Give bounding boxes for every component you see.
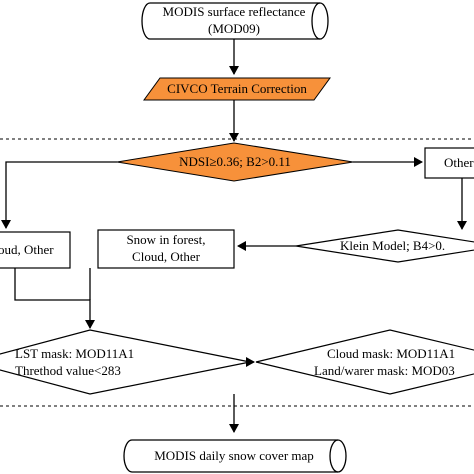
input-node-label-line2: (MOD09) <box>208 21 260 36</box>
cloud-mask-decision-node <box>255 329 474 395</box>
input-node-label-line1: MODIS surface reflectance <box>162 4 306 19</box>
ndsi-label: NDSI≥0.36; B2>0.11 <box>179 154 291 169</box>
output-map-node <box>123 439 347 473</box>
terrain-correction-label: CIVCO Terrain Correction <box>167 81 307 96</box>
cloud-other-box <box>0 231 71 269</box>
cloud-mask-label-line1: Cloud mask: MOD11A1 <box>327 346 456 361</box>
terrain-correction-node <box>143 77 331 101</box>
output-node-label: MODIS daily snow cover map <box>154 448 314 463</box>
other-box <box>424 147 474 179</box>
klein-model-label: Klein Model; B4>0. <box>340 238 446 253</box>
cloud-other-label: oud, Other <box>0 242 54 257</box>
klein-model-decision-node <box>295 229 474 263</box>
snow-in-forest-box <box>97 229 235 269</box>
snow-forest-label-line2: Cloud, Other <box>132 249 200 264</box>
lst-mask-label-line1: LST mask: MOD11A1 <box>15 346 135 361</box>
other-label: Other <box>444 155 474 170</box>
arrow-snowforest-to-lst <box>14 296 95 329</box>
snow-forest-label-line1: Snow in forest, <box>126 232 206 247</box>
cloud-mask-label-line2: Land/warer mask: MOD03 <box>314 363 455 378</box>
lst-mask-label-line2: Threthod value<283 <box>15 363 121 378</box>
lst-mask-decision-node <box>0 329 251 395</box>
arrow-ndsi-to-left <box>1 161 117 229</box>
input-data-node <box>141 2 329 40</box>
